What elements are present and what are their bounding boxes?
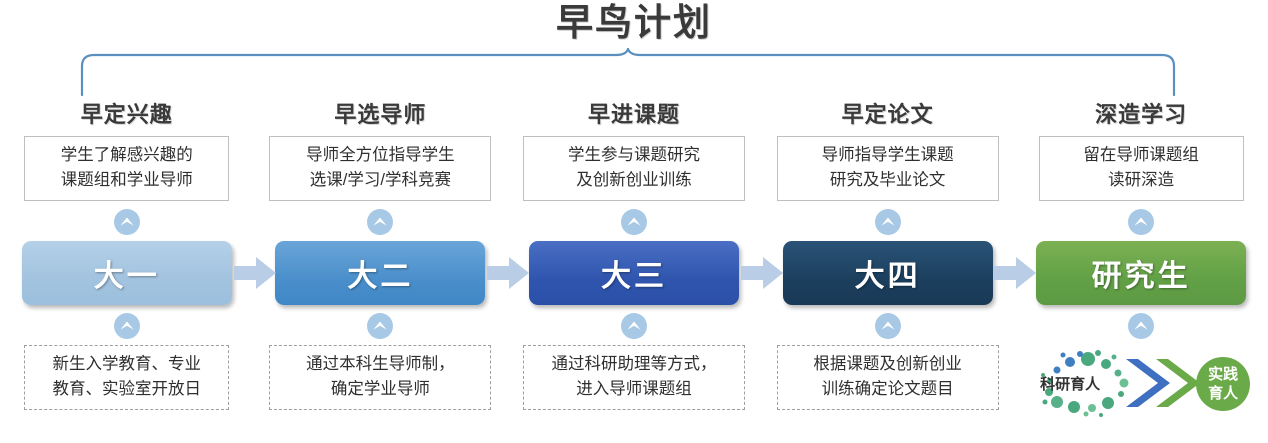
stage-heading-3: 早进课题 <box>587 102 680 127</box>
arrow-right-icon <box>740 257 783 289</box>
stage-top-note-4-line2: 研究及毕业论文 <box>829 171 946 189</box>
stage-top-note-3-line1: 学生参与课题研究 <box>567 146 700 164</box>
arrow-right-icon <box>994 257 1037 289</box>
stage-top-note-3-line2: 及创新创业训练 <box>576 171 692 189</box>
stage-bar-4[interactable]: 大四 <box>782 241 993 305</box>
curly-brace-bracket-icon <box>80 45 1176 97</box>
stage-columns: 早定兴趣 学生了解感兴趣的 课题组和学业导师 大一 新生入学教育、专业 教育、实… <box>0 100 1268 443</box>
chevron-up-circle-icon <box>1128 209 1155 235</box>
stage-bottom-note-2-line2: 确定学业导师 <box>330 380 430 398</box>
stage-column-4: 早定论文 导师指导学生课题 研究及毕业论文 大四 根据课题及创新创业 训练确定论… <box>761 100 1037 443</box>
arrow-right-icon <box>487 257 530 289</box>
chevron-up-circle-icon <box>620 313 647 339</box>
stage-bottom-note-3-line1: 通过科研助理等方式， <box>551 355 717 373</box>
stage-bar-5[interactable]: 研究生 <box>1036 241 1247 305</box>
stage-bottom-note-4-line2: 训练确定论文题目 <box>821 380 954 398</box>
stage-top-note-1-line1: 学生了解感兴趣的 <box>60 146 193 164</box>
stage-bar-3[interactable]: 大三 <box>528 241 739 305</box>
stage-top-note-4-line1: 导师指导学生课题 <box>821 146 954 164</box>
stage-bar-row-1: 大一 <box>0 240 276 306</box>
stage-top-note-2-line1: 导师全方位指导学生 <box>306 146 455 164</box>
stage-heading-5: 深造学习 <box>1095 102 1188 127</box>
stage-bar-row-2: 大二 <box>254 240 530 306</box>
stage-top-note-1-line2: 课题组和学业导师 <box>60 171 193 189</box>
stage-top-note-1: 学生了解感兴趣的 课题组和学业导师 <box>24 136 230 201</box>
chevron-up-circle-icon <box>113 313 140 339</box>
logo-left-label: 科研育人 <box>1040 376 1101 393</box>
stage-bar-1[interactable]: 大一 <box>21 241 232 305</box>
stage-bottom-note-3: 通过科研助理等方式， 进入导师课题组 <box>522 345 745 410</box>
stage-top-note-3: 学生参与课题研究 及创新创业训练 <box>522 136 745 201</box>
stage-bottom-note-3-line2: 进入导师课题组 <box>576 380 692 398</box>
chevron-up-circle-icon <box>874 209 901 235</box>
stage-heading-4: 早定论文 <box>841 102 934 127</box>
stage-bottom-note-1-line2: 教育、实验室开放日 <box>52 380 202 398</box>
chevron-up-circle-icon <box>620 209 647 235</box>
stage-column-2: 早选导师 导师全方位指导学生 选课/学习/学科竞赛 大二 通过本科生导师制， 确… <box>254 100 530 443</box>
logo-right-label-line2: 育人 <box>1208 385 1239 402</box>
stage-top-note-4: 导师指导学生课题 研究及毕业论文 <box>776 136 999 201</box>
stage-heading-1: 早定兴趣 <box>80 102 173 127</box>
logo-right-badge: 实践 育人 <box>1196 357 1251 411</box>
stage-bar-row-4: 大四 <box>761 240 1037 306</box>
stage-bar-row-3: 大三 <box>507 240 783 306</box>
stage-top-note-5-line2: 读研深造 <box>1108 171 1175 189</box>
research-education-logo: 科研育人 实践 育人 <box>1026 345 1256 421</box>
chevron-blue <box>1126 359 1171 407</box>
stage-bottom-note-1-line1: 新生入学教育、专业 <box>52 355 202 373</box>
logo-right-label-line1: 实践 <box>1208 366 1239 383</box>
stage-column-1: 早定兴趣 学生了解感兴趣的 课题组和学业导师 大一 新生入学教育、专业 教育、实… <box>0 100 276 443</box>
stage-bottom-note-2-line1: 通过本科生导师制， <box>306 355 455 373</box>
page-title: 早鸟计划 <box>556 2 712 43</box>
stage-bottom-note-4-line1: 根据课题及创新创业 <box>813 355 962 373</box>
stage-bottom-note-1: 新生入学教育、专业 教育、实验室开放日 <box>24 345 230 410</box>
chevron-up-circle-icon <box>874 313 901 339</box>
stage-bar-row-5: 研究生 <box>1014 240 1268 306</box>
chevron-green <box>1156 359 1201 407</box>
chevron-up-circle-icon <box>367 209 394 235</box>
bracket <box>78 45 1178 97</box>
stage-top-note-5-line1: 留在导师课题组 <box>1083 146 1199 164</box>
stage-top-note-2-line2: 选课/学习/学科竞赛 <box>309 171 451 189</box>
stage-bottom-note-2: 通过本科生导师制， 确定学业导师 <box>269 345 492 410</box>
logo-graphic-icon <box>1041 350 1201 417</box>
stage-heading-2: 早选导师 <box>334 102 427 127</box>
chevron-up-circle-icon <box>113 209 140 235</box>
chevron-up-circle-icon <box>1128 313 1155 339</box>
stage-top-note-5: 留在导师课题组 读研深造 <box>1038 136 1244 201</box>
chevron-up-circle-icon <box>367 313 394 339</box>
dot-halo <box>1041 350 1129 417</box>
stage-column-5: 深造学习 留在导师课题组 读研深造 研究生 <box>1014 100 1268 443</box>
stage-bar-2[interactable]: 大二 <box>275 241 486 305</box>
stage-bottom-note-4: 根据课题及创新创业 训练确定论文题目 <box>776 345 999 410</box>
stage-column-3: 早进课题 学生参与课题研究 及创新创业训练 大三 通过科研助理等方式， 进入导师… <box>507 100 783 443</box>
arrow-right-icon <box>233 257 276 289</box>
stage-top-note-2: 导师全方位指导学生 选课/学习/学科竞赛 <box>269 136 492 201</box>
